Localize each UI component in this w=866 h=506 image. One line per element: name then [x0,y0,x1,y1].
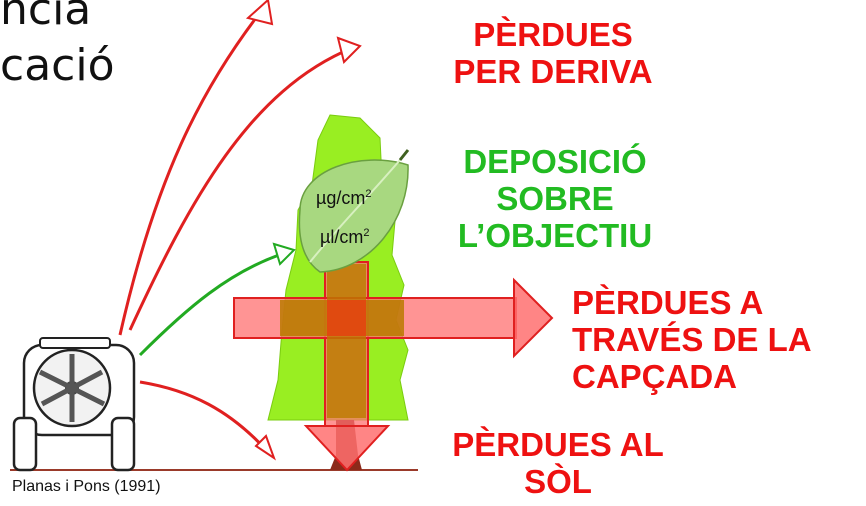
label-soil-losses: PÈRDUES AL SÒL [422,426,694,500]
leaf-icon [298,149,410,273]
label-drift-line-2: PER DERIVA [453,53,653,90]
horizontal-arrow-head [513,277,554,359]
label-deposition-line-2: SOBRE [496,180,614,217]
unit-mass-exponent: 2 [365,188,372,200]
unit-mass-base: µg/cm [316,188,366,208]
label-soil-line-2: SÒL [524,463,592,500]
unit-mass-per-area: µg/cm2 [316,188,372,209]
label-canopy-line-2: TRAVÉS DE LA [572,321,812,358]
label-deposition-line-1: DEPOSICIÓ [463,143,647,180]
label-canopy-line-1: PÈRDUES A [572,284,764,321]
label-deposition: DEPOSICIÓ SOBRE L’OBJECTIU [430,143,680,254]
label-through-canopy-losses: PÈRDUES A TRAVÉS DE LA CAPÇADA [572,284,866,395]
unit-volume-base: µl/cm [320,227,364,247]
sprayer-icon [12,337,136,472]
drift-arrow-up [118,9,264,336]
label-canopy-line-3: CAPÇADA [572,358,737,395]
title-fragment-1: ncia [0,0,92,35]
label-drift-line-1: PÈRDUES [473,16,633,53]
source-credit: Planas i Pons (1991) [12,478,161,495]
canopy-overlap-vertical [327,264,366,418]
soil-arrow [139,380,270,454]
unit-volume-per-area: µl/cm2 [320,227,370,248]
drift-arrow-right [128,46,353,331]
overlap-center [327,300,366,336]
label-drift-losses: PÈRDUES PER DERIVA [438,16,668,90]
vertical-arrow-head [303,425,391,472]
label-deposition-line-3: L’OBJECTIU [457,217,653,254]
label-soil-line-1: PÈRDUES AL [452,426,664,463]
unit-volume-exponent: 2 [363,227,370,239]
deposition-arrow [138,250,289,357]
title-fragment-2: cació [0,40,115,91]
